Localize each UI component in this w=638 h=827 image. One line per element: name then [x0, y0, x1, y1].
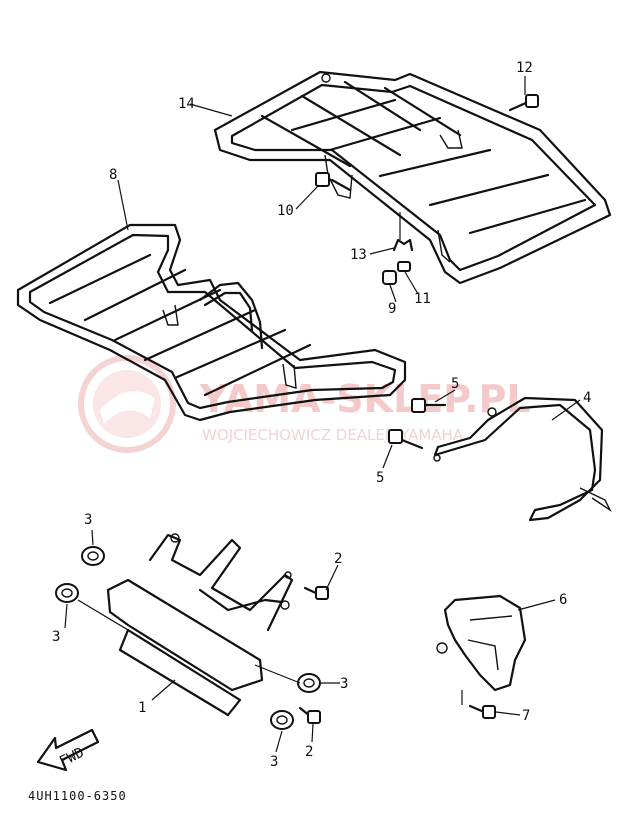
callout-11: 11: [414, 291, 431, 307]
callout-3-d: 3: [270, 754, 278, 770]
callout-2-a: 2: [334, 551, 342, 567]
bolts: [298, 94, 539, 724]
diagram-code: 4UH1100-6350: [28, 789, 127, 803]
part-4-bracket-bar: [433, 396, 612, 522]
nut-13: [382, 270, 397, 285]
leader-lines: [64, 76, 581, 753]
pin-11: [397, 261, 411, 272]
callout-5-lower: 5: [376, 470, 384, 486]
callouts: 14 12 10 13 11 9 8 5 4 5 3 3 2 3 2 3 1 6…: [52, 60, 591, 770]
callout-13: 9: [388, 301, 396, 317]
clip-14: [392, 238, 414, 252]
callout-14: 13: [350, 247, 367, 263]
part-6-bracket: [436, 594, 527, 692]
watermark-logo: [78, 355, 176, 453]
bolt-5a: [411, 398, 447, 413]
part-1-front-frame: [106, 533, 294, 717]
callout-3-b: 3: [52, 629, 60, 645]
callout-10: 10: [277, 203, 294, 219]
fwd-label: FWD: [57, 745, 87, 770]
callout-4: 4: [583, 390, 591, 406]
bolt-5b: [388, 429, 424, 450]
bolt-7: [468, 704, 496, 719]
callout-2-b: 2: [305, 744, 313, 760]
callout-3-c: 3: [340, 676, 348, 692]
callout-6: 6: [559, 592, 567, 608]
bolt-2b: [298, 706, 321, 724]
bolt-12: [508, 94, 539, 112]
part-9-rear-carrier: [213, 70, 612, 285]
callout-9: 14: [178, 96, 195, 112]
callout-8: 8: [109, 167, 117, 183]
bolt-10: [315, 172, 352, 192]
bolt-2a: [303, 586, 329, 600]
part-8-front-carrier: [16, 223, 407, 422]
callout-3-a: 3: [84, 512, 92, 528]
callout-1: 1: [138, 700, 146, 716]
callout-5-upper: 5: [451, 376, 459, 392]
fwd-arrow: FWD: [36, 728, 100, 772]
part-3-grommets: [55, 546, 321, 730]
callout-7: 7: [522, 708, 530, 724]
callout-12: 12: [516, 60, 533, 76]
watermark-subtitle: WOJCIECHOWICZ DEALER YAMAHA: [202, 426, 464, 444]
